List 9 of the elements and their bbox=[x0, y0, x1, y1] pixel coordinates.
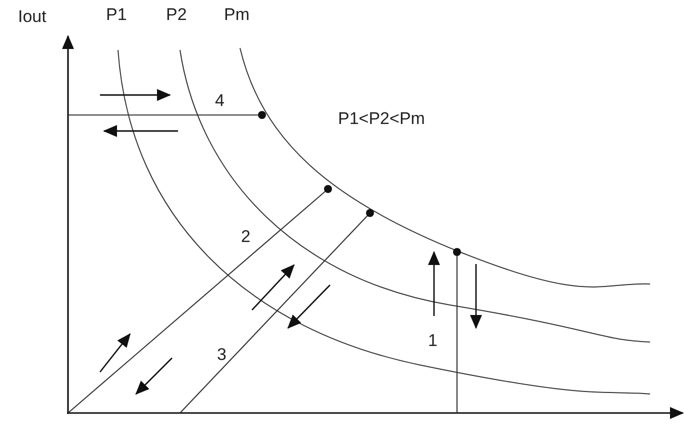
axis-label: P2 bbox=[166, 6, 187, 23]
axis-label: P1<P2<Pm bbox=[338, 110, 425, 127]
axis-label: 2 bbox=[241, 228, 250, 245]
axis-label: Iout bbox=[18, 8, 46, 25]
axis-label: 3 bbox=[217, 346, 226, 363]
axis-label: 4 bbox=[215, 92, 224, 109]
axis-label: P1 bbox=[106, 6, 127, 23]
axis-label: Pm bbox=[224, 6, 250, 23]
axis-label: 1 bbox=[428, 332, 438, 349]
